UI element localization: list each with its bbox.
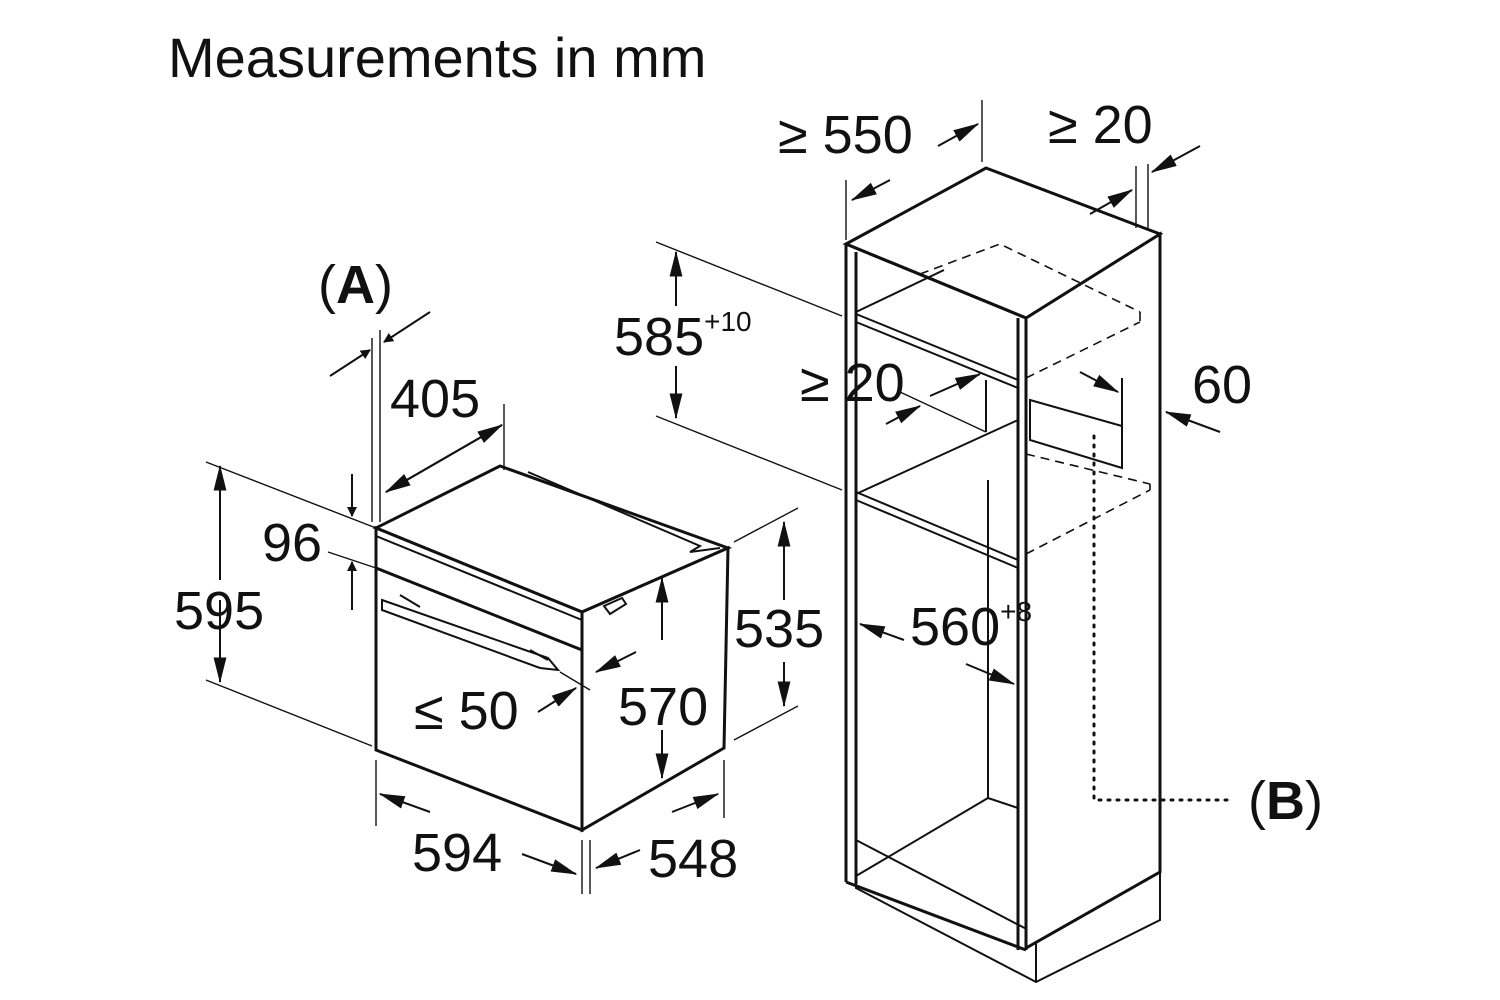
page-title: Measurements in mm — [168, 26, 707, 89]
dim-cabinet-depth: ≥ 550 — [778, 105, 913, 165]
dim-niche-height: 585+10 — [614, 306, 752, 367]
dim-oven-handle: ≤ 50 — [414, 681, 519, 741]
dim-cabinet-top-gap: ≥ 20 — [1048, 95, 1153, 155]
label-b: (B) — [1248, 771, 1323, 831]
dim-oven-depth-top: 405 — [390, 369, 481, 429]
label-a: (A) — [318, 255, 393, 315]
oven-drawing — [205, 311, 799, 894]
dim-rear-vent: 60 — [1192, 355, 1253, 415]
dim-oven-side-height: 535 — [734, 599, 825, 659]
dim-oven-depth: 548 — [648, 829, 739, 889]
dim-oven-top-offset: 96 — [262, 513, 323, 573]
dim-vent-gap: ≥ 20 — [800, 353, 905, 413]
dim-oven-height: 595 — [174, 581, 265, 641]
dim-oven-width: 594 — [412, 823, 503, 883]
dim-niche-width: 560+8 — [910, 596, 1033, 657]
cabinet-drawing — [655, 100, 1234, 984]
dim-oven-inner-height: 570 — [618, 677, 709, 737]
